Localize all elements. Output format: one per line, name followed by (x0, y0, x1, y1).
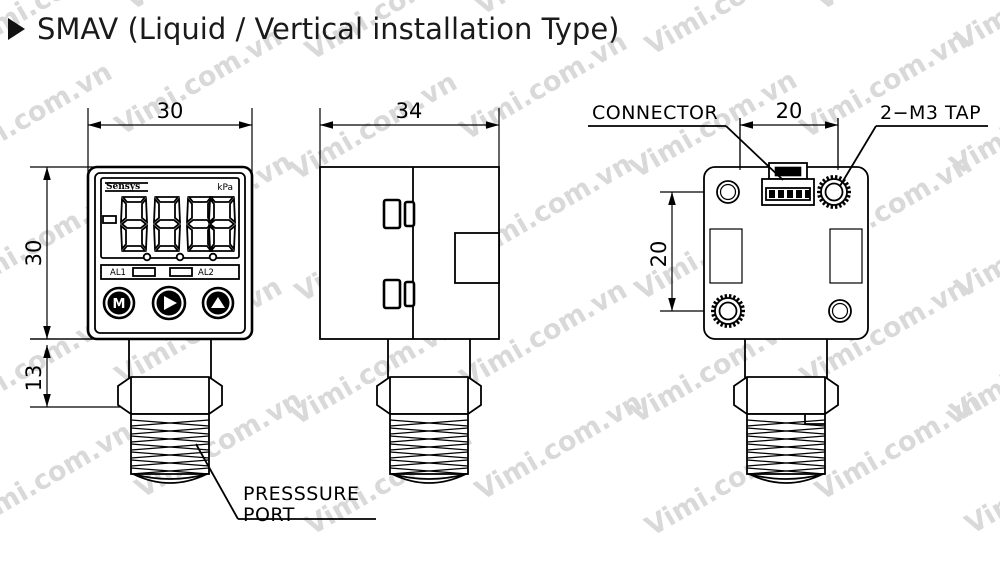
seven-segment-display (120, 196, 236, 262)
alarm1-label: AL1 (110, 268, 126, 278)
unit-label: kPa (217, 183, 233, 193)
page-title-row: SMAV (Liquid / Vertical installation Typ… (8, 12, 620, 46)
thread-lines (389, 419, 469, 475)
side-view: 34 (319, 99, 500, 484)
dim-front-width: 30 (157, 99, 184, 123)
thread-lines (746, 419, 826, 475)
rear-view: 20 20 (588, 99, 988, 484)
triangle-right-icon (8, 18, 25, 40)
mounting-hole-top-left (716, 180, 740, 204)
connector (761, 162, 815, 206)
connector-label: CONNECTOR (592, 102, 718, 124)
up-button[interactable] (201, 286, 235, 320)
mounting-hole-bottom-right (828, 299, 852, 323)
mode-button[interactable]: M (102, 286, 136, 320)
alarm2-label: AL2 (198, 268, 214, 278)
dim-front-port-height: 13 (22, 365, 46, 392)
m3-tap-bottom-left (711, 294, 745, 328)
brand-label: Sensys (106, 182, 140, 192)
m3-tap-label: 2−M3 TAP (880, 102, 981, 124)
dim-rear-tap-v: 20 (647, 241, 671, 268)
svg-text:M: M (113, 297, 126, 312)
dim-side-depth: 34 (396, 99, 423, 123)
shift-button[interactable] (151, 285, 187, 321)
pressure-port-label-line2: PORT (243, 504, 295, 526)
page-title: SMAV (Liquid / Vertical installation Typ… (37, 12, 620, 46)
dim-rear-tap-h: 20 (776, 99, 803, 123)
pressure-port-label-line1: PRESSSURE (243, 483, 359, 505)
dim-front-height: 30 (22, 240, 46, 267)
front-view: 30 30 13 Sensys kPa (22, 99, 376, 526)
thread-lines (130, 419, 210, 475)
